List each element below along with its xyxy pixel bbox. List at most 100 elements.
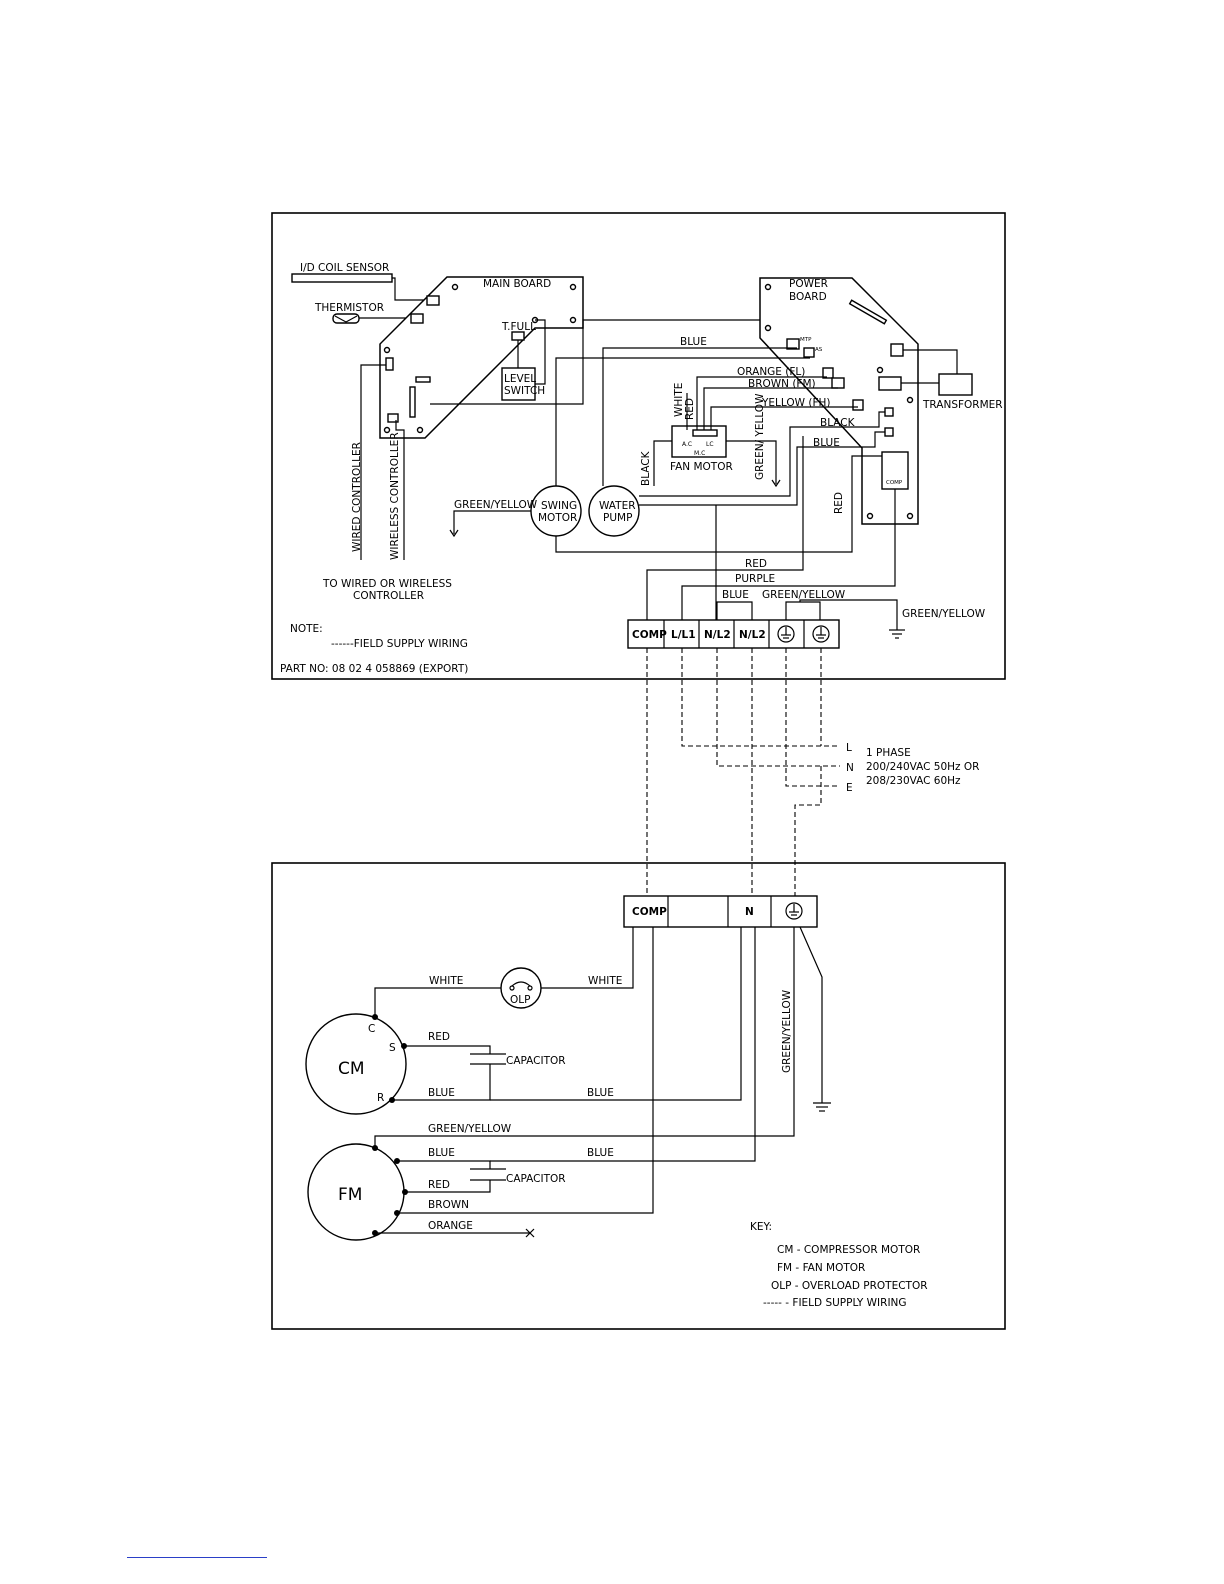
indoor-frame — [271, 212, 1006, 680]
wire-red-label: RED — [428, 1031, 450, 1043]
main-board-label: MAIN BOARD — [483, 278, 551, 290]
wire-black-label: BLACK — [820, 417, 856, 429]
wire-blue-2-label: BLUE — [813, 437, 840, 449]
wire-green-yellow-v-outdoor: GREEN/YELLOW — [781, 989, 793, 1073]
outdoor-ground-icon — [813, 1102, 831, 1112]
earth-terminal-icon-1 — [777, 625, 795, 643]
cm-r-label: R — [377, 1092, 384, 1104]
cm-c-label: C — [368, 1023, 375, 1035]
power-board-label-2: BOARD — [789, 291, 827, 303]
wire-black-v-label: BLACK — [640, 450, 652, 486]
key-title: KEY: — [750, 1221, 772, 1233]
wire-orange-label: ORANGE — [428, 1220, 473, 1232]
to-controller-label-2: CONTROLLER — [353, 590, 424, 602]
ground-icon — [889, 629, 905, 639]
supply-voltage-2: 208/230VAC 60Hz — [866, 775, 961, 787]
key-item-fm: FM - FAN MOTOR — [777, 1262, 865, 1274]
wire-green-yellow-left-label: GREEN/YELLOW — [454, 499, 538, 511]
supply-l: L — [846, 742, 852, 754]
fan-ac-label: A.C — [682, 441, 692, 448]
board-mtp-label: MTP — [800, 337, 812, 343]
thermistor-label: THERMISTOR — [314, 302, 384, 314]
swing-motor-label-1: SWING — [541, 500, 577, 512]
key-item-olp: OLP - OVERLOAD PROTECTOR — [771, 1280, 928, 1292]
cut-end-icon — [525, 1228, 535, 1238]
coil-sensor-icon — [291, 273, 393, 283]
outdoor-frame — [271, 862, 1006, 1330]
wireless-controller-label: WIRELESS CONTROLLER — [389, 432, 401, 560]
wire-red-bottom-label: RED — [745, 558, 767, 570]
key-item-field: ----- - FIELD SUPPLY WIRING — [763, 1297, 907, 1309]
footer-rule — [127, 1557, 267, 1558]
t-full-label: T.FULL — [501, 321, 536, 333]
wire-white-1-label: WHITE — [429, 975, 463, 987]
board-as-label: AS — [815, 347, 823, 353]
wire-white-label: WHITE — [673, 383, 685, 417]
wire-blue-2-label: BLUE — [587, 1087, 614, 1099]
wire-green-yellow-v-label: GREEN/ YELLOW — [754, 393, 766, 480]
main-board — [379, 276, 584, 439]
outdoor-terminal-comp: COMP — [632, 906, 667, 918]
water-pump-label-1: WATER — [599, 500, 636, 512]
water-pump-label-2: PUMP — [603, 512, 632, 524]
level-switch-label-2: SWITCH — [504, 385, 545, 397]
wire-red-2-label: RED — [428, 1179, 450, 1191]
wire-white-2-label: WHITE — [588, 975, 622, 987]
wire-blue-1-label: BLUE — [428, 1087, 455, 1099]
fan-mc-label: M.C — [694, 450, 705, 457]
cm-label: CM — [338, 1059, 365, 1079]
wire-red-v-label: RED — [684, 398, 696, 420]
field-supply-wiring: L N E 1 PHASE 200/240VAC 50Hz OR 208/230… — [646, 648, 979, 896]
power-board-label-1: POWER — [789, 278, 828, 290]
wire-green-yellow-ground-label: GREEN/YELLOW — [902, 608, 986, 620]
capacitor-1-label: CAPACITOR — [506, 1055, 566, 1067]
to-controller-label-1: TO WIRED OR WIRELESS — [322, 578, 452, 590]
compressor-motor — [305, 1013, 407, 1115]
wire-blue-3-label: BLUE — [428, 1147, 455, 1159]
key-item-cm: CM - COMPRESSOR MOTOR — [777, 1244, 920, 1256]
terminal-l-l1: L/L1 — [671, 629, 696, 641]
transformer-label: TRANSFORMER — [922, 399, 1003, 411]
supply-n: N — [846, 762, 854, 774]
fan-motor-label: FAN MOTOR — [670, 461, 733, 473]
wire-orange-label: ORANGE (FL) — [737, 366, 805, 378]
fan-lc-label: LC — [706, 441, 714, 448]
part-number: PART NO: 08 02 4 058869 (EXPORT) — [280, 663, 468, 675]
terminal-n-l2-1: N/L2 — [704, 629, 731, 641]
terminal-comp: COMP — [632, 629, 667, 641]
outdoor-unit-panel: COMP N CM C S R WHITE OLP WHITE — [271, 862, 1006, 1330]
level-switch — [501, 367, 536, 401]
wire-yellow-label: YELLOW (FH) — [761, 397, 831, 409]
wire-green-yellow-terminal-label: GREEN/YELLOW — [762, 589, 846, 601]
wire-blue-terminal-label: BLUE — [722, 589, 749, 601]
supply-voltage-1: 200/240VAC 50Hz OR — [866, 761, 979, 773]
wire-purple-label: PURPLE — [735, 573, 775, 585]
note-label: NOTE: — [290, 623, 323, 635]
board-comp-label: COMP — [886, 480, 903, 486]
supply-phase: 1 PHASE — [866, 747, 911, 759]
olp-label: OLP — [510, 994, 530, 1006]
wire-blue-label: BLUE — [680, 336, 707, 348]
terminal-n-l2-2: N/L2 — [739, 629, 766, 641]
cm-s-label: S — [389, 1042, 396, 1054]
wire-green-yellow-outdoor: GREEN/YELLOW — [428, 1123, 512, 1135]
wired-controller-label: WIRED CONTROLLER — [351, 442, 363, 552]
swing-motor-label-2: MOTOR — [538, 512, 577, 524]
wire-brown-label: BROWN — [428, 1199, 469, 1211]
note-field-supply: ------FIELD SUPPLY WIRING — [331, 638, 468, 650]
level-switch-label-1: LEVEL — [504, 373, 536, 385]
wire-red-right-label: RED — [833, 492, 845, 514]
supply-e: E — [846, 782, 853, 794]
outdoor-earth-terminal-icon — [785, 902, 803, 920]
wire-brown-label: BROWN (FM) — [748, 378, 816, 390]
water-pump — [588, 485, 640, 537]
outdoor-terminal-n: N — [745, 906, 754, 918]
earth-terminal-icon-2 — [812, 625, 830, 643]
wire-blue-4-label: BLUE — [587, 1147, 614, 1159]
capacitor-2-label: CAPACITOR — [506, 1173, 566, 1185]
indoor-unit-panel: I/D COIL SENSOR THERMISTOR MAIN BOARD T.… — [271, 212, 1006, 680]
coil-sensor-label: I/D COIL SENSOR — [300, 262, 389, 274]
fm-label: FM — [338, 1185, 362, 1205]
outdoor-terminal-block: COMP N — [623, 895, 818, 928]
